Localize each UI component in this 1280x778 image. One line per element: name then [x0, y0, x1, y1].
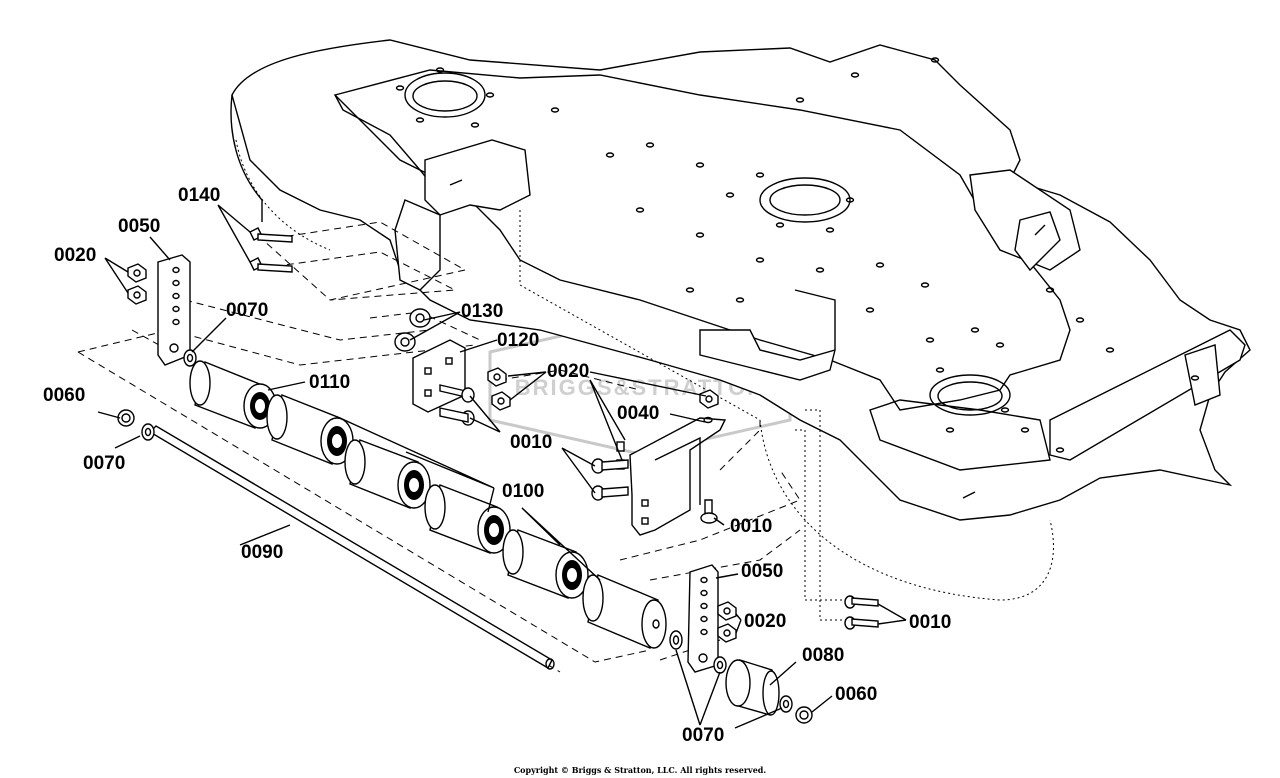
callout-0100: 0100 — [502, 481, 544, 502]
callout-0060-right: 0060 — [835, 684, 877, 705]
callout-0070-left: 0070 — [83, 453, 125, 474]
roller-0080 — [725, 659, 780, 716]
callout-0050-right: 0050 — [741, 561, 783, 582]
callout-0140: 0140 — [178, 185, 220, 206]
roller-0110 — [189, 360, 277, 429]
callout-0010-plate: 0010 — [510, 432, 552, 453]
callout-0090: 0090 — [241, 542, 283, 563]
callout-0010-right: 0010 — [909, 612, 951, 633]
bracket-0040 — [629, 417, 727, 536]
callout-0020-left: 0020 — [54, 245, 96, 266]
callout-0110: 0110 — [309, 372, 350, 393]
callout-0020-right: 0020 — [744, 611, 786, 632]
callout-0120: 0120 — [497, 330, 539, 351]
callout-0060-left: 0060 — [43, 385, 85, 406]
callout-0080: 0080 — [802, 645, 844, 666]
callout-0070-right: 0070 — [682, 725, 724, 746]
leader-lines — [97, 204, 907, 729]
callout-labels: 0140 0050 0020 0070 0130 0120 0110 0020 … — [43, 185, 951, 746]
callout-0130: 0130 — [461, 301, 503, 322]
callout-0010-carriage: 0010 — [730, 516, 772, 537]
callout-0020-center: 0020 — [547, 361, 589, 382]
callout-0050-left: 0050 — [118, 216, 160, 237]
callout-0040: 0040 — [617, 403, 659, 424]
mower-deck — [230, 39, 1251, 601]
bracket-0050-right — [687, 564, 719, 673]
copyright-notice: Copyright © Briggs & Stratton, LLC. All … — [514, 765, 767, 775]
callout-0070-upper: 0070 — [226, 300, 268, 321]
roller-assembly — [117, 227, 879, 724]
roller-0100 — [266, 394, 667, 649]
